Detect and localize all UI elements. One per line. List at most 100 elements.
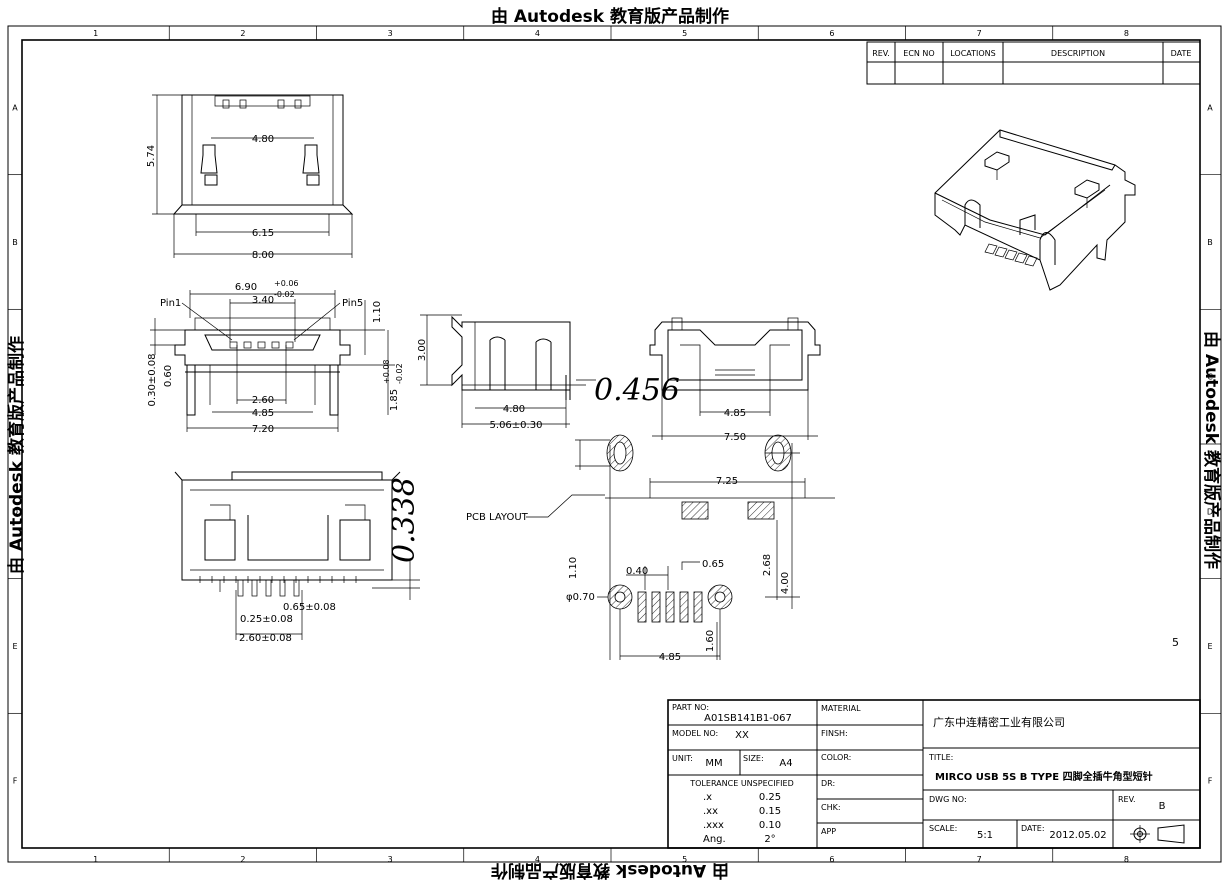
front-dim-2.60: 2.60 <box>252 395 274 406</box>
rear-dim-7.50: 7.50 <box>724 432 746 443</box>
front-label-pin1: Pin1 <box>160 298 181 309</box>
grid-col-label-top: 2 <box>240 29 245 38</box>
grid-row-label-right: B <box>1207 238 1213 247</box>
scale-label: SCALE: <box>929 824 957 833</box>
top-dim-6.15: 6.15 <box>252 228 274 239</box>
part-no-value: A01SB141B1-067 <box>704 713 792 724</box>
grid-row-label-right: F <box>1208 777 1213 786</box>
grid-row-label-right: C <box>1207 373 1213 382</box>
chk-label: CHK: <box>821 803 841 812</box>
tolerance-key: .xxx <box>703 820 724 831</box>
unit-label: UNIT: <box>672 754 693 763</box>
front-dim-1.10: 1.10 <box>372 301 383 323</box>
watermark-top: 由 Autodesk 教育版产品制作 <box>491 6 729 27</box>
iso-pin <box>994 246 1008 258</box>
bottom-dim-0.25: 0.25±0.08 <box>240 614 293 625</box>
pcb-signal-pad <box>679 591 689 623</box>
tolerance-label: TOLERANCE UNSPECIFIED <box>689 779 794 788</box>
iso-pin <box>1014 252 1028 264</box>
grid-col-label-top: 5 <box>682 29 687 38</box>
rear-view: 4.85 7.50 <box>649 317 821 443</box>
grid-row-label-left: D <box>12 507 18 516</box>
grid-col-label-top: 7 <box>977 29 982 38</box>
bottom-pin <box>279 579 286 597</box>
grid-col-label-top: 1 <box>93 29 98 38</box>
projection-symbol-icon <box>1130 824 1185 844</box>
rev-label: REV. <box>1118 795 1136 804</box>
top-dim-4.80: 4.80 <box>252 134 274 145</box>
front-label-pin5: Pin5 <box>342 298 363 309</box>
tolerance-key: .xx <box>703 806 718 817</box>
grid-col-label-bottom: 7 <box>977 855 982 864</box>
grid-col-label-bottom: 6 <box>829 855 834 864</box>
side-dim-5.06: 5.06±0.30 <box>490 420 543 431</box>
front-dim-4.85: 4.85 <box>252 408 274 419</box>
tolerance-value: 0.25 <box>759 792 781 803</box>
grid-col-label-bottom: 3 <box>388 855 393 864</box>
rev-header-ecn: ECN NO <box>903 49 934 58</box>
size-label: SIZE: <box>743 754 764 763</box>
pcb-dim-2.68: 2.68 <box>762 554 773 576</box>
side-dim-4.80: 4.80 <box>503 404 525 415</box>
iso-pin <box>984 243 998 255</box>
bottom-dim-0.65: 0.65±0.08 <box>283 602 336 613</box>
top-dim-5.74: 5.74 <box>146 145 157 167</box>
grid-col-label-bottom: 4 <box>535 855 540 864</box>
pcb-dim-1.60: 1.60 <box>705 630 716 652</box>
tolerance-value: 0.15 <box>759 806 781 817</box>
pcb-dim-0.40: 0.40 <box>626 566 648 577</box>
title-label: TITLE: <box>928 753 953 762</box>
pcb-signal-pad <box>693 591 703 623</box>
grid-col-label-bottom: 5 <box>682 855 687 864</box>
rev-header-date: DATE <box>1171 49 1192 58</box>
pcb-layout-label: PCB LAYOUT <box>466 512 529 523</box>
top-dim-8.00: 8.00 <box>252 250 274 261</box>
grid-col-label-top: 4 <box>535 29 540 38</box>
bottom-pin <box>237 579 244 597</box>
pcb-signal-pad <box>637 591 647 623</box>
pcb-dim-0.65: 0.65 <box>702 559 724 570</box>
pcb-dim-1.10: 1.10 <box>568 557 579 579</box>
grid-row-label-left: B <box>12 238 18 247</box>
bottom-pin <box>265 579 272 597</box>
annotation-0.456: 0.456 <box>594 373 680 408</box>
page-mark: 5 <box>1172 636 1179 649</box>
grid-row-label-left: A <box>12 103 18 112</box>
front-dim-6.90-minus: -0.02 <box>274 290 295 299</box>
annotation-0.338: 0.338 <box>387 477 422 563</box>
pcb-layout: PCB LAYOUT 7.25 1.10 2.68 4.00 0.40 0.65 <box>466 434 835 663</box>
pcb-dim-7.25: 7.25 <box>716 476 738 487</box>
grid-col-label-top: 3 <box>388 29 393 38</box>
material-label: MATERIAL <box>821 704 861 713</box>
grid-row-label-left: F <box>13 777 18 786</box>
watermark-right: 由 Autodesk 教育版产品制作 <box>1201 331 1222 569</box>
finish-label: FINSH: <box>821 729 848 738</box>
grid-col-label-top: 8 <box>1124 29 1129 38</box>
grid-col-label-bottom: 8 <box>1124 855 1129 864</box>
front-dim-3.40: 3.40 <box>252 295 274 306</box>
rear-dim-4.85: 4.85 <box>724 408 746 419</box>
grid-row-label-right: E <box>1207 642 1212 651</box>
model-no-value: XX <box>735 730 749 741</box>
tolerance-value: 0.10 <box>759 820 781 831</box>
bottom-dim-2.60: 2.60±0.08 <box>239 633 292 644</box>
tolerance-value: 2° <box>764 834 775 845</box>
rev-header-description: DESCRIPTION <box>1051 49 1105 58</box>
front-dim-0.30: 0.30±0.08 <box>147 354 158 407</box>
pcb-dim-0.70: φ0.70 <box>566 592 595 603</box>
dr-label: DR: <box>821 779 835 788</box>
grid-row-label-left: C <box>12 373 18 382</box>
company-name: 广东中连精密工业有限公司 <box>933 715 1065 729</box>
rev-header-locations: LOCATIONS <box>950 49 996 58</box>
grid-col-label-top: 6 <box>829 29 834 38</box>
size-value: A4 <box>779 758 792 769</box>
title-value: MIRCO USB 5S B TYPE 四脚全插牛角型短针 <box>935 770 1153 783</box>
pcb-dim-4.00: 4.00 <box>780 572 791 594</box>
rev-header-rev: REV. <box>872 49 890 58</box>
grid-row-label-left: E <box>12 642 17 651</box>
dwg-no-label: DWG NO: <box>929 795 967 804</box>
front-dim-6.90: 6.90 <box>235 282 257 293</box>
bottom-view: 0.65±0.08 0.25±0.08 2.60±0.08 <box>174 471 420 644</box>
